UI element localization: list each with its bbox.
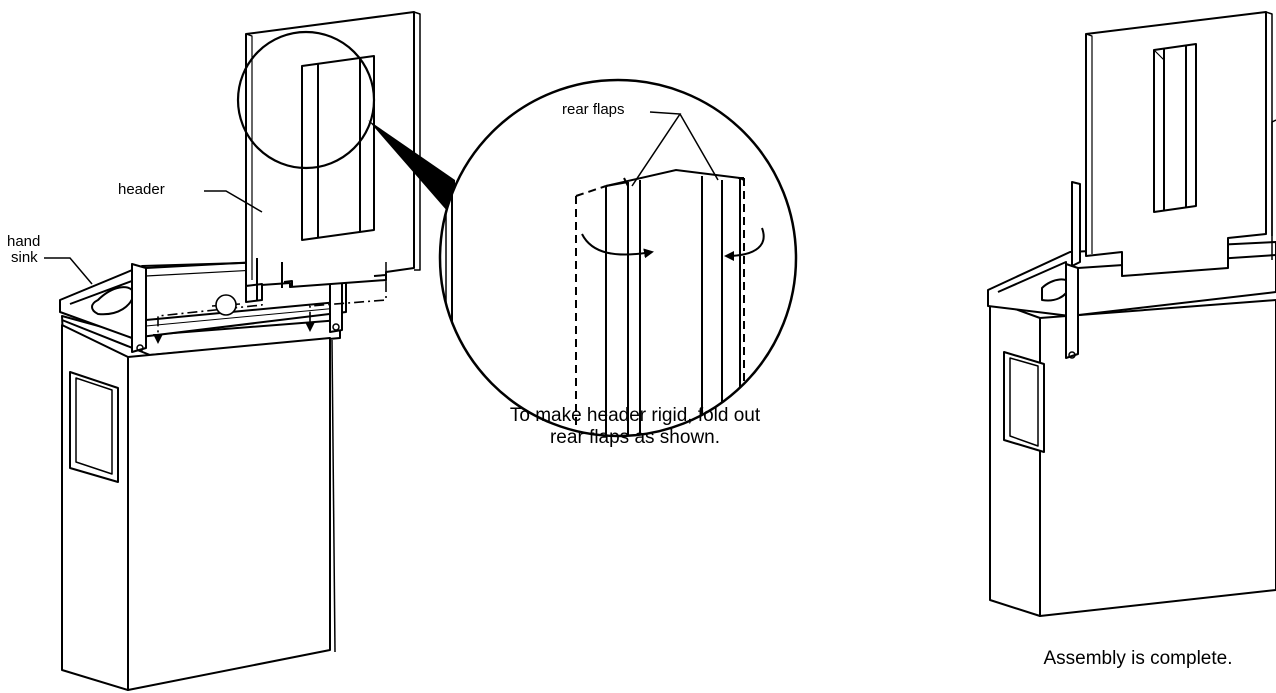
screw-hole bbox=[215, 294, 237, 316]
fold-instruction-caption: To make header rigid, fold out rear flap… bbox=[441, 405, 829, 449]
fold-arrow-right bbox=[724, 227, 765, 261]
fold-arrow-left bbox=[581, 233, 654, 259]
header-channel bbox=[301, 55, 375, 241]
rear-flaps-label: rear flaps bbox=[562, 101, 625, 118]
callout-wedge bbox=[368, 120, 455, 220]
rear-flaps-leader bbox=[631, 111, 719, 187]
fold-instruction-line1: To make header rigid, fold out bbox=[509, 405, 761, 426]
right-assembly bbox=[987, 11, 1276, 617]
detail-circle bbox=[438, 78, 798, 438]
right-cabinet-side bbox=[1039, 299, 1276, 617]
header-label: header bbox=[118, 181, 165, 198]
hand-sink-label-line1: hand bbox=[7, 233, 41, 250]
assembly-complete-caption: Assembly is complete. bbox=[1043, 648, 1233, 669]
left-header-panel bbox=[236, 11, 421, 303]
hand-sink-label-line2: sink bbox=[11, 249, 38, 266]
left-cabinet bbox=[61, 315, 341, 691]
left-cabinet-side bbox=[127, 337, 331, 691]
fold-instruction-line2: rear flaps as shown. bbox=[549, 426, 721, 448]
left-assembly bbox=[59, 11, 421, 691]
header-leader bbox=[204, 190, 263, 213]
flap-left bbox=[605, 180, 641, 436]
dashed-flap-outline bbox=[575, 177, 745, 436]
magnifier-circle bbox=[236, 30, 376, 170]
detail-view bbox=[438, 78, 798, 438]
left-handle-slot bbox=[69, 371, 119, 483]
right-handle-slot bbox=[1003, 351, 1045, 453]
hand-sink-leader bbox=[44, 257, 93, 285]
sink-basin bbox=[91, 286, 135, 316]
